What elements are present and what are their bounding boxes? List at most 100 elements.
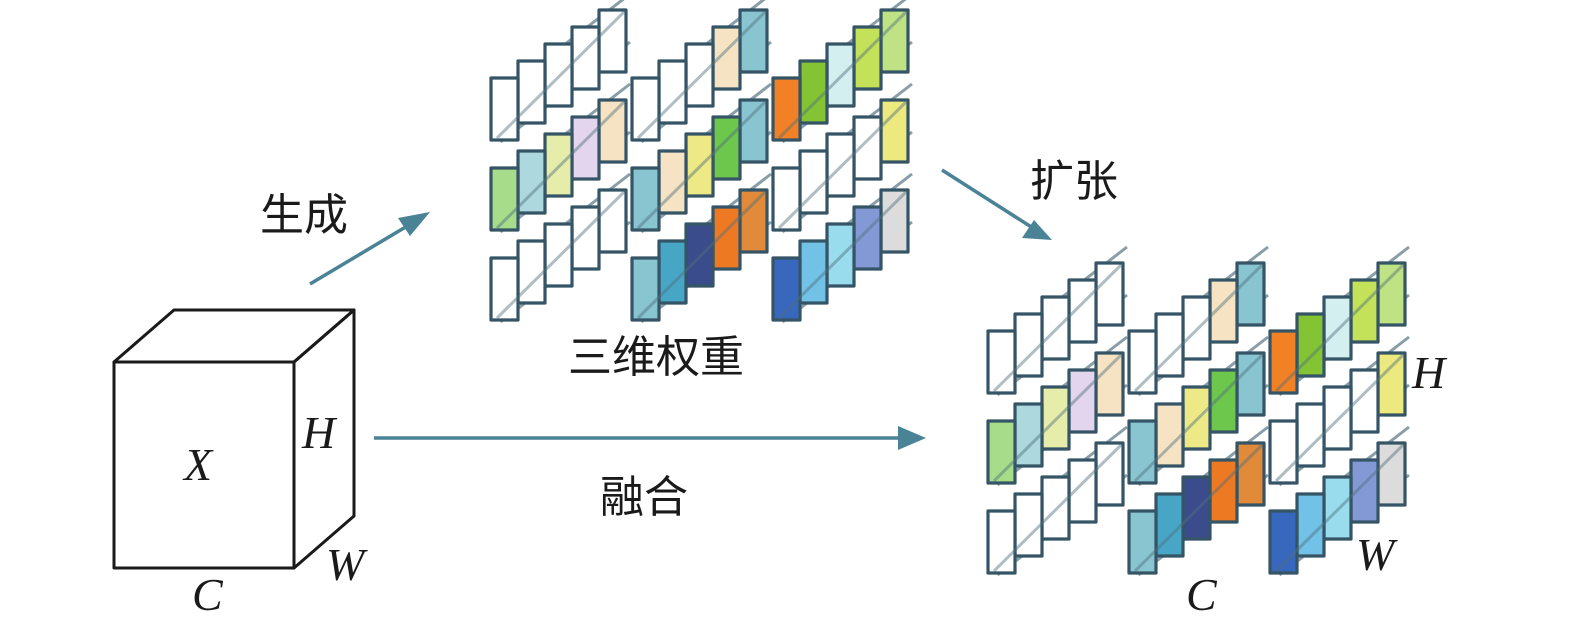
input-tensor-label: X (182, 439, 214, 490)
depth-overlay-line (777, 10, 908, 140)
depth-overlay-line (1133, 263, 1264, 393)
weight-cell (1235, 441, 1266, 507)
weight-cell (597, 188, 628, 254)
weight-cell (516, 239, 547, 305)
weight-cell (630, 256, 661, 322)
weight-cell (711, 25, 742, 91)
weight-cell (771, 76, 802, 142)
fuse-label: 融合 (600, 472, 688, 523)
weight-cell (1268, 329, 1299, 395)
expanded-height-label: H (1411, 347, 1448, 398)
cube-channel-label: C (192, 569, 224, 620)
weight-cell (1181, 475, 1212, 541)
fuse-arrow-head-icon (898, 426, 926, 450)
weight-cell (1349, 368, 1380, 434)
generate-arrow-head-icon (398, 212, 430, 236)
weight-cell (1208, 458, 1239, 524)
weight-cell (489, 256, 520, 322)
weight-cell (684, 222, 715, 288)
weights-3d-group-3-row-1 (771, 0, 913, 144)
weight-cell (738, 8, 769, 74)
weight-cell (1235, 261, 1266, 327)
weight-cell (1376, 441, 1407, 507)
weights-3d-group-1-row-2 (489, 82, 631, 234)
expanded-weights-group-3-row-2 (1268, 335, 1410, 487)
cube-side-face (292, 308, 356, 570)
weight-cell (516, 59, 547, 125)
weight-cell (630, 76, 661, 142)
weights-3d-group-3-row-2 (771, 82, 913, 234)
weight-cell (570, 115, 601, 181)
depth-overlay-line (636, 100, 767, 230)
weight-cell (879, 188, 910, 254)
weight-cell (798, 59, 829, 125)
depth-overlay-line (777, 100, 908, 230)
weight-cell (1322, 295, 1353, 361)
weight-cell (852, 25, 883, 91)
weights-3d-group-3-row-3 (771, 172, 913, 324)
depth-overlay-line (777, 190, 908, 320)
depth-overlay-line (1133, 353, 1264, 483)
expanded-weights-block (986, 245, 1410, 577)
weight-cell (1040, 385, 1071, 451)
depth-overlay-line (1274, 443, 1405, 573)
expanded-weights-group-3-row-1 (1268, 245, 1410, 397)
weight-cell (1295, 312, 1326, 378)
expand-arrow (941, 168, 1052, 240)
expanded-channel-label: C (1186, 569, 1218, 620)
expand-arrow-head-icon (1022, 220, 1052, 240)
weight-cell (771, 166, 802, 232)
weight-cell (771, 256, 802, 322)
weight-cell (1349, 458, 1380, 524)
weights-3d-group-1-row-3 (489, 172, 631, 324)
expand-label: 扩张 (1030, 156, 1118, 207)
input-cube: X H W C (112, 308, 368, 620)
weight-cell (1013, 312, 1044, 378)
weight-cell (1067, 368, 1098, 434)
fuse-arrow (374, 426, 926, 450)
cube-width-label: W (326, 539, 368, 590)
weight-cell (489, 166, 520, 232)
weight-cell (1268, 509, 1299, 575)
weights-3d-group-1-row-1 (489, 0, 631, 144)
weights-3d-group-2-row-1 (630, 0, 772, 144)
weight-cell (516, 149, 547, 215)
weight-cell (879, 8, 910, 74)
expanded-weights-group-3-row-3 (1268, 425, 1410, 577)
weight-cell (684, 132, 715, 198)
expanded-weights-group-2-row-2 (1127, 335, 1269, 487)
weights-3d-group-2-row-3 (630, 172, 772, 324)
weight-cell (1094, 351, 1125, 417)
expand-arrow-line (941, 168, 1037, 232)
weight-cell (738, 98, 769, 164)
weight-cell (1094, 261, 1125, 327)
expanded-weights-group-2-row-1 (1127, 245, 1269, 397)
weight-cell (597, 98, 628, 164)
weights-3d-block (489, 0, 913, 324)
weight-cell (1322, 385, 1353, 451)
expanded-weights-group-1-row-1 (986, 245, 1128, 397)
depth-overlay-line (495, 190, 626, 320)
weight-cell (657, 59, 688, 125)
cube-height-label: H (301, 407, 338, 458)
weights-3d-label: 三维权重 (568, 332, 744, 383)
cube-top-face (112, 308, 356, 364)
depth-overlay-line (636, 10, 767, 140)
expanded-weights-group-1-row-2 (986, 335, 1128, 487)
weight-cell (1154, 492, 1185, 558)
weight-cell (630, 166, 661, 232)
weight-cell (738, 188, 769, 254)
weight-cell (1067, 278, 1098, 344)
depth-overlay-line (495, 100, 626, 230)
expanded-width-label: W (1356, 529, 1398, 580)
weight-cell (1322, 475, 1353, 541)
depth-overlay-line (992, 443, 1123, 573)
weight-cell (543, 222, 574, 288)
generate-arrow (309, 212, 430, 286)
depth-overlay-line (636, 190, 767, 320)
weight-cell (1154, 312, 1185, 378)
weight-cell (986, 509, 1017, 575)
weight-cell (986, 419, 1017, 485)
weight-cell (1268, 419, 1299, 485)
